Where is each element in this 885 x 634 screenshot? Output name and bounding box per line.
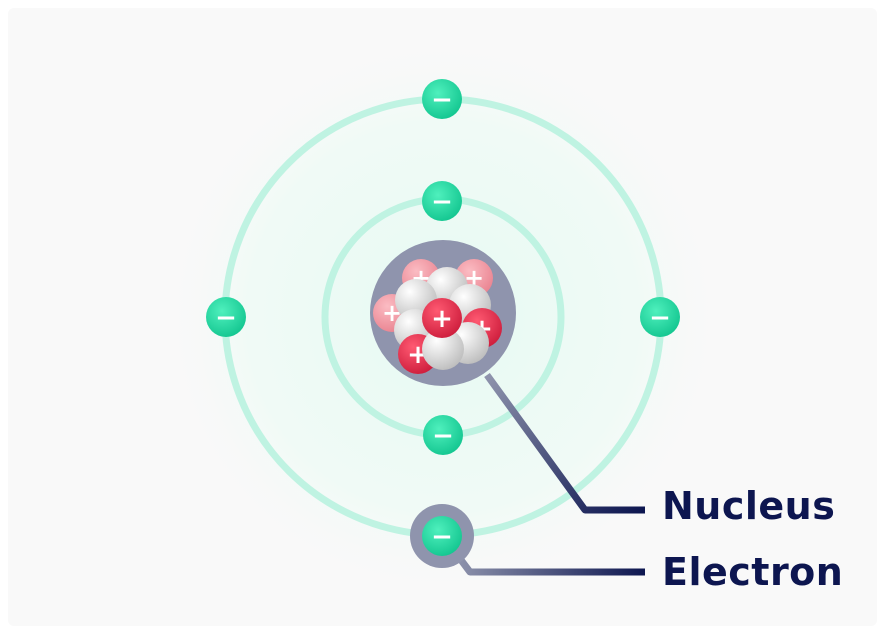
- electron-minus-icon: −: [215, 303, 237, 333]
- electron-inner-top: −: [422, 181, 462, 221]
- nucleus-label: Nucleus: [662, 484, 836, 528]
- electron-outer-right: −: [640, 297, 680, 337]
- proton-particle: +: [422, 298, 462, 338]
- electron-minus-icon: −: [432, 421, 454, 451]
- electron-minus-icon: −: [649, 303, 671, 333]
- electron-outer-left: −: [206, 297, 246, 337]
- electron-outer-top: −: [422, 79, 462, 119]
- neutron-particle: [422, 328, 464, 370]
- electron-outer-bottom: −: [422, 516, 462, 556]
- electron-inner-bottom: −: [423, 415, 463, 455]
- nucleus: + + + + + +: [373, 259, 502, 374]
- electron-minus-icon: −: [431, 85, 453, 115]
- nucleus-leader-line: [484, 372, 645, 514]
- proton-plus-icon: +: [431, 304, 453, 334]
- electron-label: Electron: [662, 550, 844, 594]
- electron-minus-icon: −: [431, 187, 453, 217]
- electron-minus-icon: −: [431, 522, 453, 552]
